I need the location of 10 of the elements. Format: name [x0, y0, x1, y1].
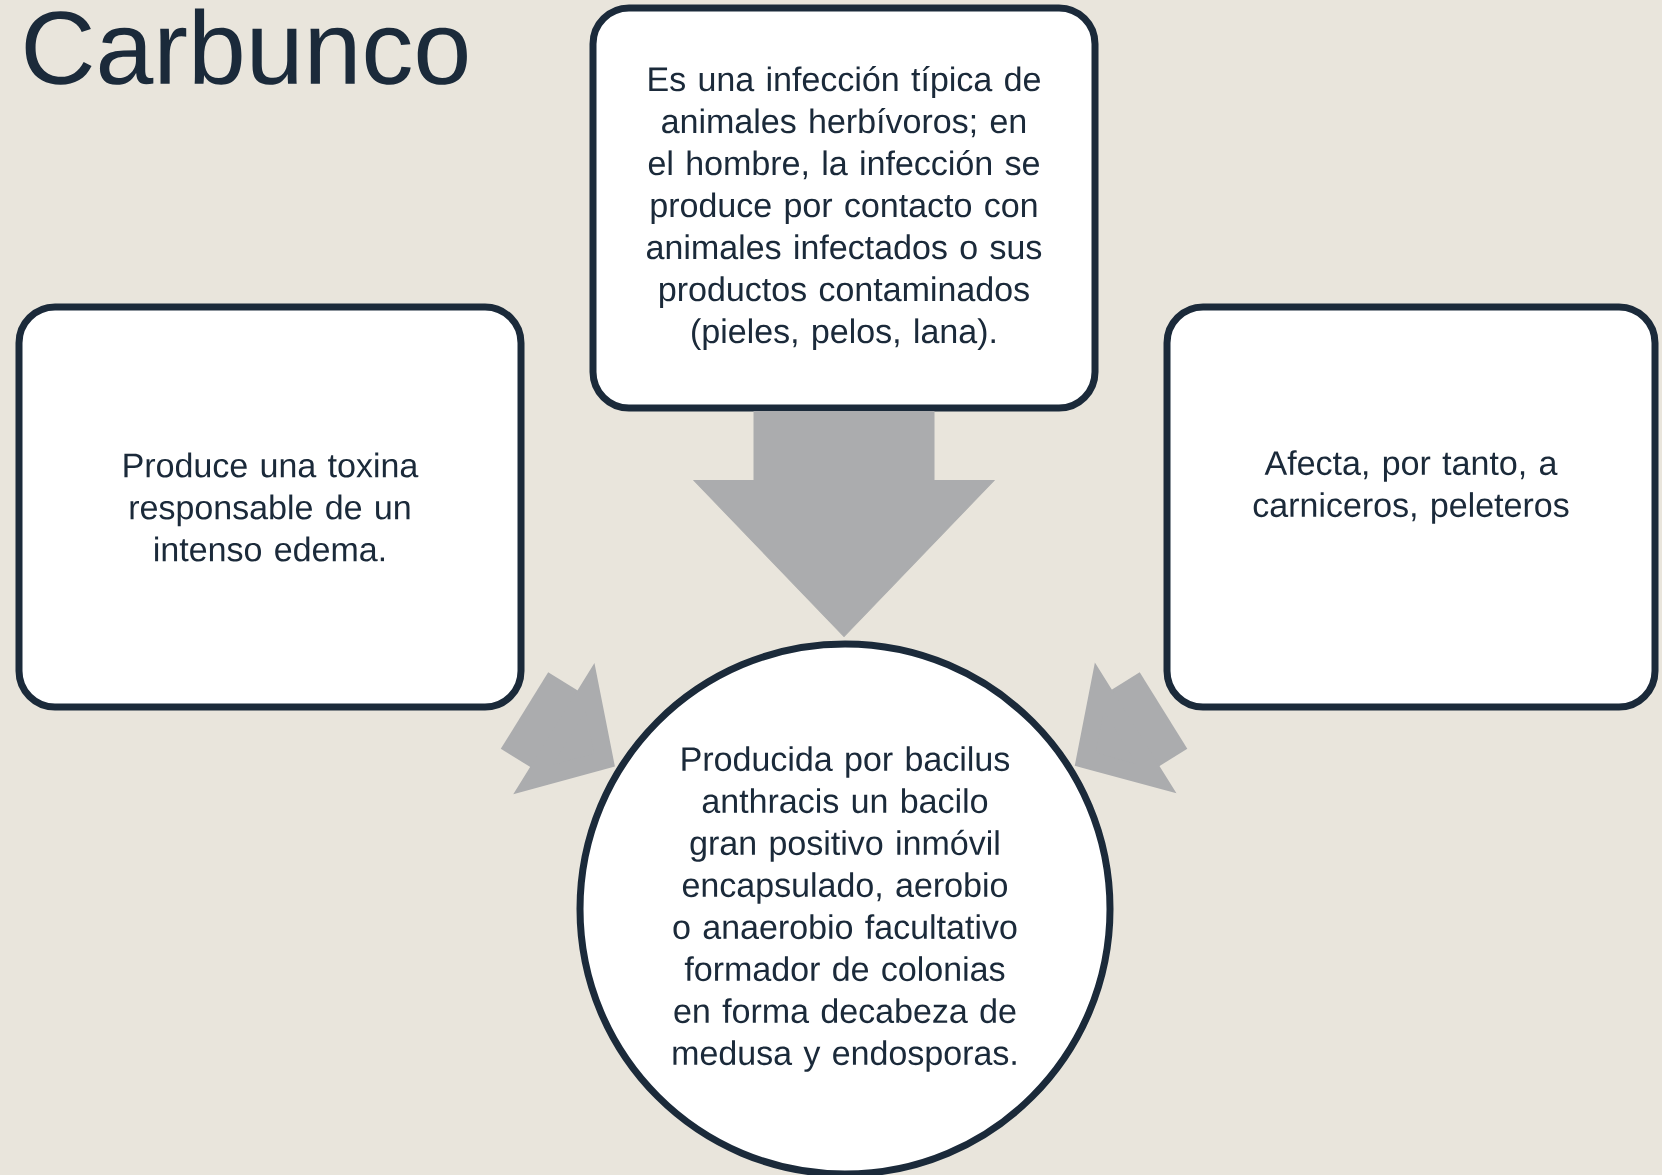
block-arrow [693, 411, 995, 637]
slide-title: Carbunco [25, 8, 467, 85]
text-box [15, 303, 525, 711]
node-label: Afecta, por tanto, a carniceros, peleteros [1253, 450, 1569, 524]
node-label: Produce una toxina responsable de un intenso edema. [124, 452, 419, 562]
text-circle [576, 640, 1114, 1175]
text-box [589, 4, 1099, 412]
text-box [1163, 303, 1659, 711]
node-label: Producida por bacilus anthracis un bacilo gran positivo inmóvil encapsulado, aerobio o anaerobio facultativo formador de colonias en forma decabeza de medusa y endosporas. [673, 746, 1017, 1072]
node-label: Es una infección típica de animales herbívoros; en el hombre, la infección se produce por contacto con animales infectados o sus productos contaminados (pieles, pelos, lana). [647, 65, 1042, 351]
